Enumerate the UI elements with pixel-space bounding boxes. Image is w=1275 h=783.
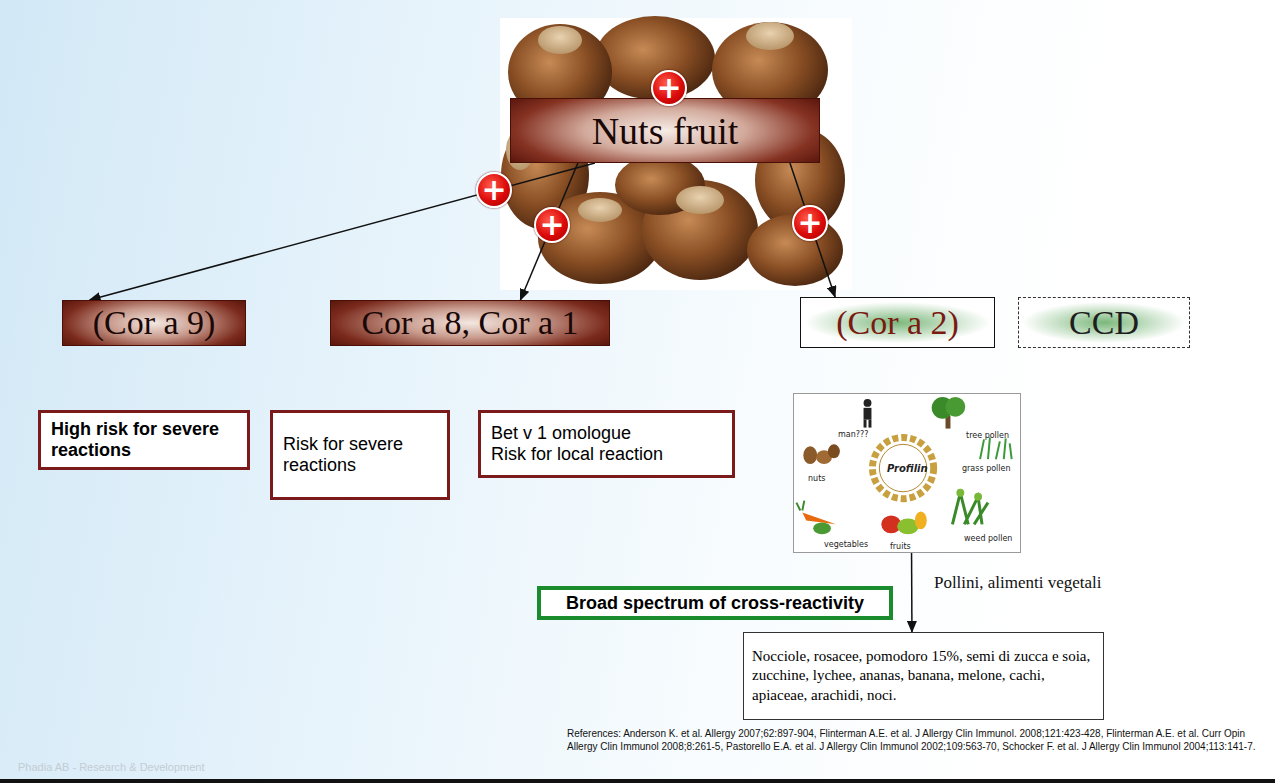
arrow-connector — [90, 163, 595, 300]
hazelnut-part — [538, 26, 582, 54]
profilin-illustration-part — [946, 397, 966, 417]
plus-badge: + — [792, 205, 828, 241]
risk-box: High risk for severe reactions — [38, 410, 250, 470]
figure-label: tree pollen — [966, 431, 1009, 440]
profilin-illustration-part — [864, 399, 872, 407]
profilin-illustration-part — [828, 444, 840, 458]
profilin-illustration-part — [803, 446, 817, 464]
node-text: (Cor a 2) — [836, 304, 959, 342]
arrow-connector — [911, 553, 913, 632]
node-text: Nuts fruit — [592, 109, 739, 153]
node-text: + — [797, 208, 822, 238]
node-text: + — [539, 210, 564, 240]
risk-box: Bet v 1 omologueRisk for local reaction — [478, 410, 735, 478]
plus-badge: + — [534, 207, 570, 243]
hazelnut-part — [746, 22, 794, 50]
figure-label: weed pollen — [964, 534, 1012, 543]
arrow-connector — [790, 163, 835, 297]
figure-label: grass pollen — [962, 464, 1011, 473]
figure-label: fruits — [890, 542, 911, 551]
profilin-illustration-part — [980, 437, 1012, 459]
node-text: CCD — [1069, 304, 1139, 342]
hazelnut-part — [676, 186, 724, 214]
arrow-connector — [520, 163, 577, 300]
node-text: (Cor a 9) — [93, 304, 216, 342]
references-note: References: Anderson K. et al. Allergy 2… — [567, 727, 1257, 753]
food-list-box: Nocciole, rosacee, pomodoro 15%, semi di… — [743, 632, 1104, 720]
profilin-illustration-part — [796, 501, 804, 511]
node-text: + — [481, 175, 506, 205]
note-box: Broad spectrum of cross-reactivity — [537, 586, 893, 620]
dashed-box: CCD — [1018, 297, 1190, 348]
profilin-illustration-part — [974, 493, 982, 501]
hazelnut — [501, 16, 845, 286]
profilin-illustration-part — [956, 489, 964, 497]
watermark: Phadia AB - Research & Development — [18, 761, 205, 773]
figure-label: vegetables — [824, 540, 868, 549]
node-text: Broad spectrum of cross-reactivity — [566, 593, 864, 614]
profilin-illustration-part — [879, 444, 926, 491]
plus-badge: + — [651, 70, 687, 106]
node-text: Risk for local reaction — [491, 444, 663, 465]
node-text: High risk for severe reactions — [51, 419, 237, 461]
hazelnut-part — [578, 198, 622, 222]
edge-label: Pollini, alimenti vegetali — [934, 573, 1102, 593]
node-text: Risk for severe reactions — [283, 434, 437, 476]
node-text: Nocciole, rosacee, pomodoro 15%, semi di… — [752, 647, 1095, 706]
node-text: Cor a 8, Cor a 1 — [361, 304, 578, 342]
figure-label: nuts — [808, 474, 825, 483]
node-text: Bet v 1 omologue — [491, 423, 631, 444]
risk-box: Risk for severe reactions — [270, 410, 450, 500]
profilin-illustration-part — [915, 512, 927, 530]
figure-label: man??? — [838, 430, 869, 439]
profilin-figure: man??? tree pollen nuts Profilin grass polle… — [793, 393, 1021, 553]
profilin-illustration-part — [802, 513, 836, 525]
allergen-box: (Cor a 9) — [62, 300, 246, 346]
profilin-illustration-part — [864, 408, 872, 420]
allergen-box: (Cor a 2) — [800, 297, 995, 348]
profilin-illustration-part — [813, 522, 831, 534]
plus-badge: + — [476, 172, 512, 208]
title-band: Nuts fruit — [510, 98, 820, 163]
node-text: + — [656, 73, 681, 103]
profilin-illustration-part — [868, 420, 871, 428]
profilin-illustration-part — [864, 420, 867, 428]
bottom-rule — [0, 779, 1275, 783]
figure-label: Profilin — [887, 463, 928, 474]
profilin-illustration-part — [872, 437, 933, 498]
allergen-box: Cor a 8, Cor a 1 — [330, 300, 610, 346]
profilin-illustration-part — [952, 493, 988, 525]
